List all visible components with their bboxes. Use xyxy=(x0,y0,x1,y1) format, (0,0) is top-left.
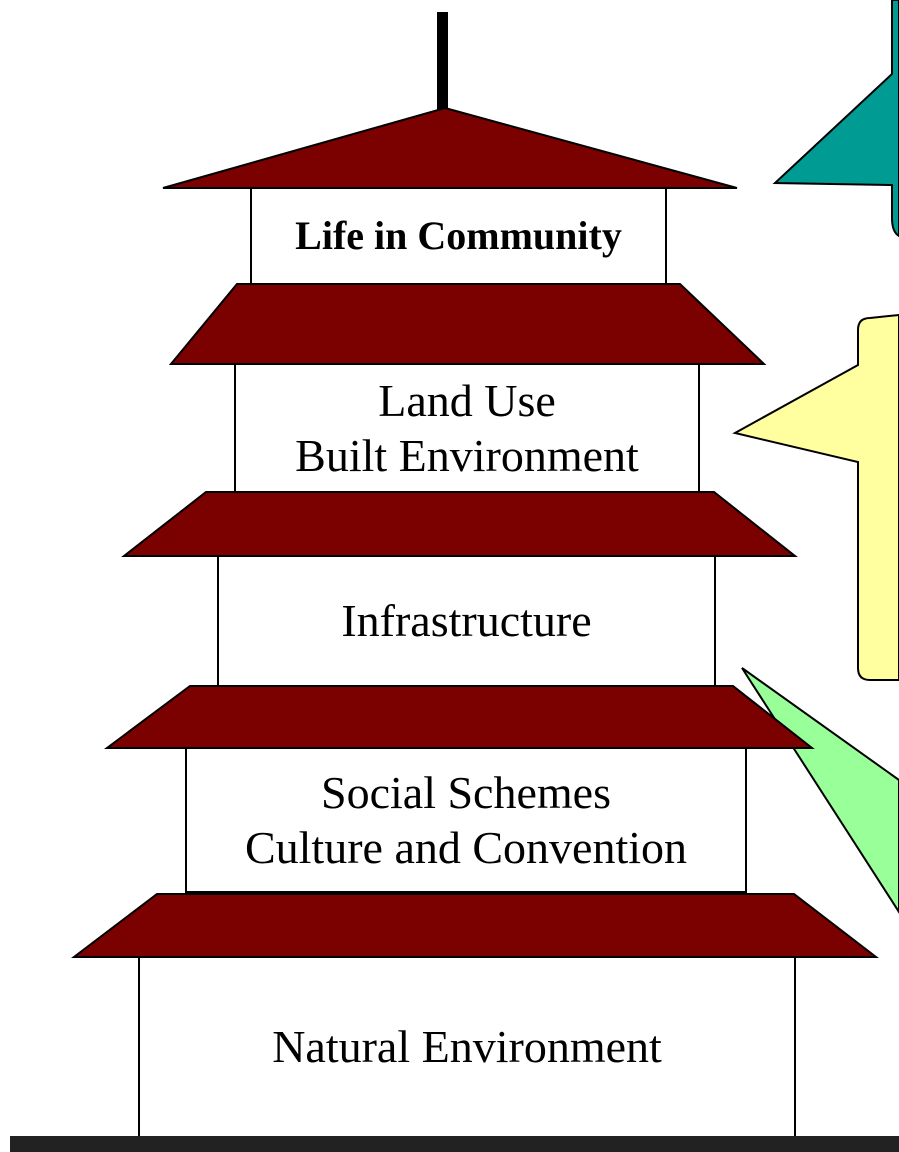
tier-5-label-box: Natural Environment xyxy=(139,957,795,1137)
tier-3-label: Infrastructure xyxy=(341,595,592,647)
tier-1-label: Life in Community xyxy=(295,213,622,258)
tier-2-label-box: Land Use Built Environment xyxy=(235,364,699,492)
tier-5-label: Natural Environment xyxy=(272,1021,662,1073)
tier-4-label-line2: Culture and Convention xyxy=(244,822,688,873)
tier-2-label-line1: Land Use xyxy=(378,374,556,426)
tier-5-wall xyxy=(138,956,796,1138)
tier-2-label-line2: Built Environment xyxy=(295,430,639,481)
ground-base xyxy=(10,1136,899,1152)
tier-2-wall xyxy=(234,363,700,493)
tier-4-label-box: Social Schemes Culture and Convention xyxy=(186,748,746,892)
spire xyxy=(437,12,448,110)
roof-1 xyxy=(162,106,738,189)
callout-green xyxy=(741,667,899,914)
callout-yellow xyxy=(732,313,899,681)
roof-3 xyxy=(121,491,798,557)
roof-2 xyxy=(168,283,767,365)
callout-teal xyxy=(772,0,899,238)
tier-1-label-box: Life in Community xyxy=(251,188,666,284)
tier-4-wall xyxy=(185,747,747,893)
tier-3-wall xyxy=(217,555,716,687)
roof-4 xyxy=(103,685,815,749)
roof-5 xyxy=(71,893,879,958)
tier-3-label-box: Infrastructure xyxy=(218,556,715,686)
tier-4-label-line1: Social Schemes xyxy=(321,766,611,818)
tier-1-wall xyxy=(250,187,667,285)
